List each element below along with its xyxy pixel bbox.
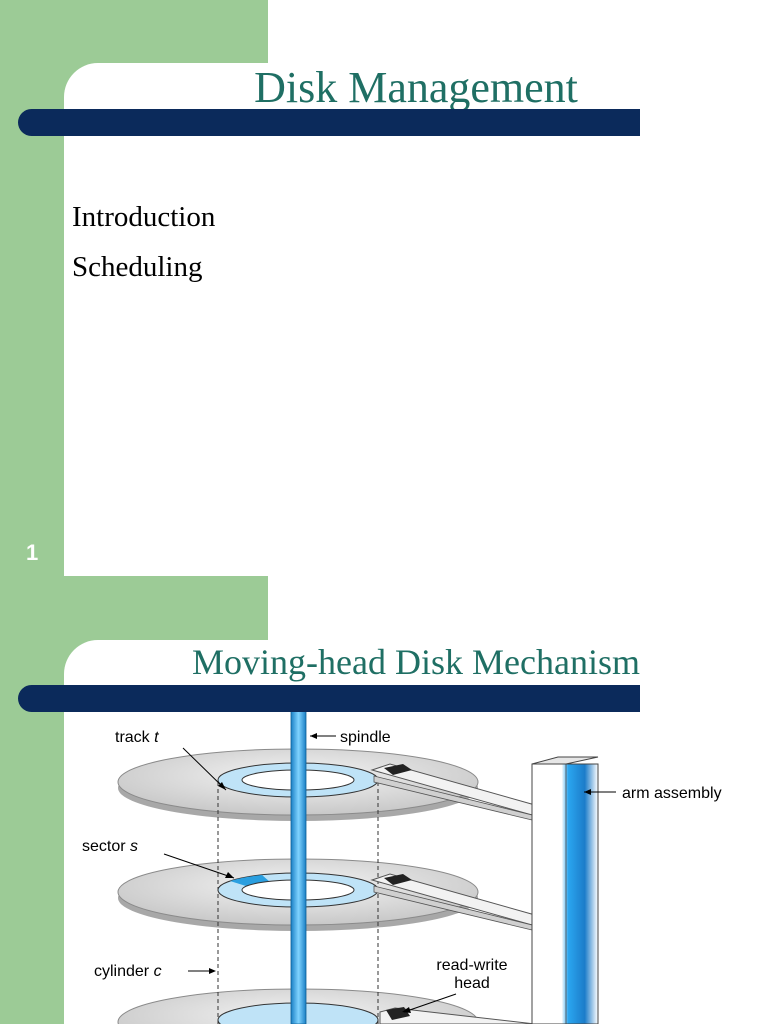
arm-assembly-column bbox=[531, 756, 599, 1024]
arm-assembly-label: arm assembly bbox=[622, 785, 722, 802]
bullet-list: Introduction Scheduling bbox=[72, 192, 215, 292]
sector-pointer bbox=[163, 853, 235, 879]
track-pointer bbox=[182, 747, 227, 791]
title-underline-bar bbox=[18, 685, 640, 712]
slide-title: Disk Management bbox=[254, 63, 578, 112]
slide-disk-management: Disk Management Introduction Scheduling … bbox=[0, 0, 768, 576]
title-underline-bar bbox=[18, 109, 640, 136]
head-label-line2: head bbox=[454, 975, 490, 992]
arm-2 bbox=[370, 873, 536, 931]
slide-moving-head-disk: track t spindle arm assembly sector s cy… bbox=[0, 576, 768, 1024]
sector-label: sector s bbox=[82, 838, 138, 855]
bullet-item: Scheduling bbox=[72, 251, 203, 283]
head-label-line1: read-write bbox=[436, 957, 507, 974]
cylinder-label: cylinder c bbox=[94, 963, 162, 980]
spindle-shaft bbox=[290, 712, 307, 1024]
head-pointer bbox=[403, 993, 457, 1013]
highlighted-sector bbox=[230, 875, 270, 886]
arm-3 bbox=[379, 1007, 536, 1024]
slide-number: 1 bbox=[26, 540, 39, 565]
content-panel bbox=[64, 63, 768, 576]
bullet-item: Introduction bbox=[72, 201, 216, 233]
spindle-label: spindle bbox=[340, 729, 391, 746]
disk-mechanism-diagram: track t spindle arm assembly sector s cy… bbox=[82, 712, 722, 1024]
track-label: track t bbox=[115, 729, 159, 746]
arm-1 bbox=[370, 763, 536, 821]
slide-2-title: Moving-head Disk Mechanism bbox=[192, 642, 640, 682]
